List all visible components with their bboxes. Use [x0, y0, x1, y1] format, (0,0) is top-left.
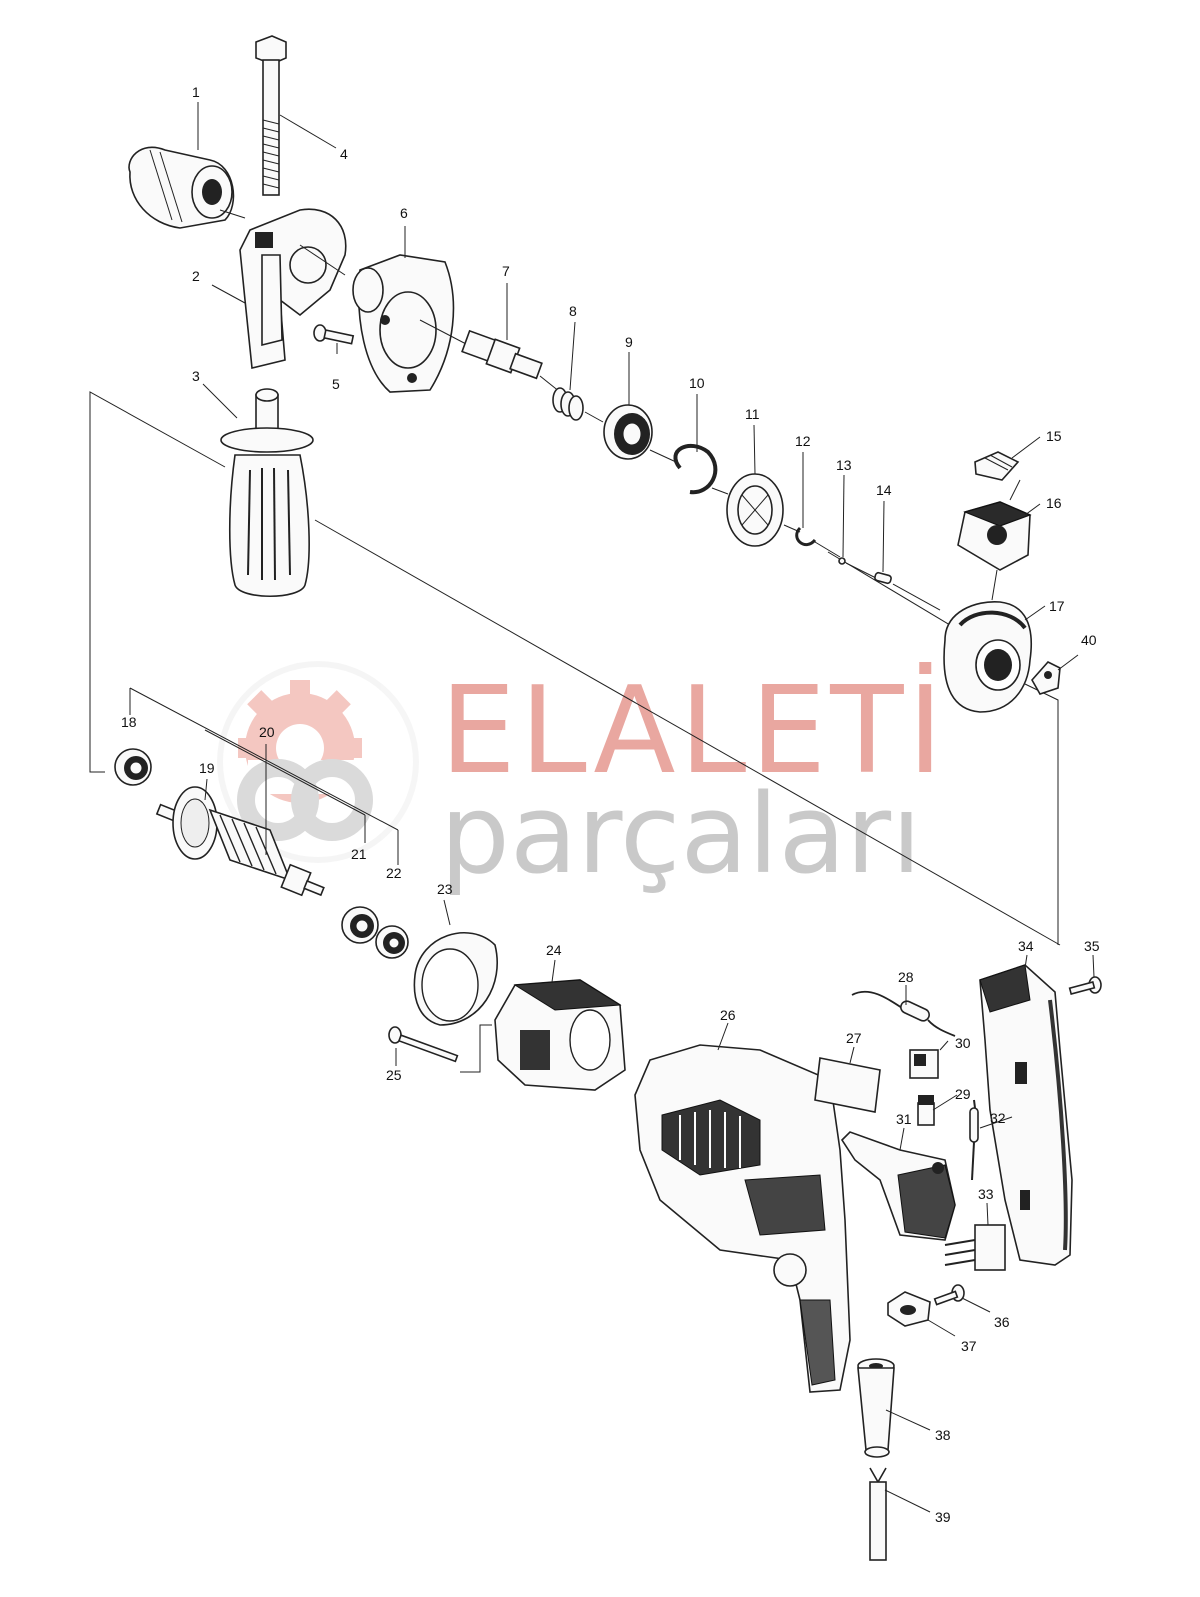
part-12-retaining-ring-small: [795, 526, 841, 558]
part-15-change-lever: [974, 451, 1020, 481]
label-33: 33: [978, 1186, 994, 1202]
label-35: 35: [1084, 938, 1100, 954]
label-21: 21: [351, 846, 367, 862]
label-23: 23: [437, 881, 453, 897]
watermark-brand: ELALETİ: [440, 662, 947, 801]
label-10: 10: [689, 375, 705, 391]
label-19: 19: [199, 760, 215, 776]
part-33-terminal: [944, 1224, 1006, 1271]
part-23-baffle-plate: [413, 931, 498, 1026]
part-10-retaining-ring: [673, 443, 729, 495]
label-36: 36: [994, 1314, 1010, 1330]
part-30-brush-holder-cap: [909, 1049, 939, 1079]
part-5-screw: [313, 324, 355, 345]
label-5: 5: [332, 376, 340, 392]
label-29: 29: [955, 1086, 971, 1102]
label-40: 40: [1081, 632, 1097, 648]
label-11: 11: [745, 406, 760, 422]
label-28: 28: [898, 969, 914, 985]
label-31: 31: [896, 1111, 912, 1127]
part-37-strain-relief: [887, 1291, 956, 1337]
watermark: ELALETİ parçaları: [217, 661, 947, 898]
part-29-brush-holder: [917, 1095, 935, 1126]
label-38: 38: [935, 1427, 951, 1443]
part-27-name-plate: [814, 1057, 881, 1113]
part-6-gear-housing: [352, 254, 469, 393]
part-36-screw: [933, 1284, 991, 1313]
part-9-ball-bearing: [603, 404, 677, 463]
label-3: 3: [192, 368, 200, 384]
part-21-ball-bearing: [341, 906, 379, 944]
part-24-field: [494, 979, 626, 1091]
label-2: 2: [192, 268, 200, 284]
part-18-ball-bearing-small: [114, 748, 152, 786]
label-8: 8: [569, 303, 577, 319]
part-number-labels: 1 2 3 4 5 6 7 8 9 10 11 12 13 14 15 16 1…: [121, 84, 1100, 1525]
label-1: 1: [192, 84, 200, 100]
part-32-lead-wire: [969, 1099, 979, 1181]
label-16: 16: [1046, 495, 1062, 511]
label-30: 30: [955, 1035, 971, 1051]
label-37: 37: [961, 1338, 977, 1354]
part-1-chuck: [128, 146, 246, 229]
part-13-steel-ball: [838, 557, 877, 579]
label-26: 26: [720, 1007, 736, 1023]
part-16-lever-holder: [957, 501, 1032, 601]
label-9: 9: [625, 334, 633, 350]
label-12: 12: [795, 433, 811, 449]
label-32: 32: [990, 1110, 1006, 1126]
part-2-gear-housing-handle: [239, 208, 347, 369]
part-11-spur-gear: [726, 473, 801, 547]
part-3-side-grip: [220, 388, 314, 598]
part-4-depth-rod: [255, 35, 337, 196]
part-22-ball-bearing: [375, 925, 409, 959]
watermark-subtitle: parçaları: [440, 770, 922, 898]
part-38-cord-guard: [857, 1358, 931, 1458]
label-34: 34: [1018, 938, 1034, 954]
part-31-switch: [840, 1131, 956, 1241]
part-7-spindle: [461, 329, 561, 393]
part-40-hook: [1031, 654, 1079, 695]
label-15: 15: [1046, 428, 1062, 444]
part-19-20-armature-fan: [155, 786, 325, 897]
label-24: 24: [546, 942, 562, 958]
label-20: 20: [259, 724, 275, 740]
label-22: 22: [386, 865, 402, 881]
part-8-spring: [552, 387, 604, 423]
label-17: 17: [1049, 598, 1065, 614]
label-7: 7: [502, 263, 510, 279]
part-35-screw: [1068, 976, 1102, 995]
label-39: 39: [935, 1509, 951, 1525]
part-25-long-screw: [388, 1026, 459, 1063]
label-4: 4: [340, 146, 348, 162]
label-27: 27: [846, 1030, 862, 1046]
label-13: 13: [836, 457, 852, 473]
part-39-cord: [869, 1467, 931, 1561]
label-6: 6: [400, 205, 408, 221]
part-14-pin: [874, 571, 941, 611]
frame-lines: [89, 391, 1061, 1073]
label-14: 14: [876, 482, 892, 498]
label-25: 25: [386, 1067, 402, 1083]
part-26-motor-housing: [634, 1044, 851, 1393]
part-17-bearing-box: [943, 601, 1032, 713]
part-28-noise-suppressor: [851, 990, 956, 1037]
part-34-handle-cover: [979, 964, 1073, 1266]
label-18: 18: [121, 714, 137, 730]
